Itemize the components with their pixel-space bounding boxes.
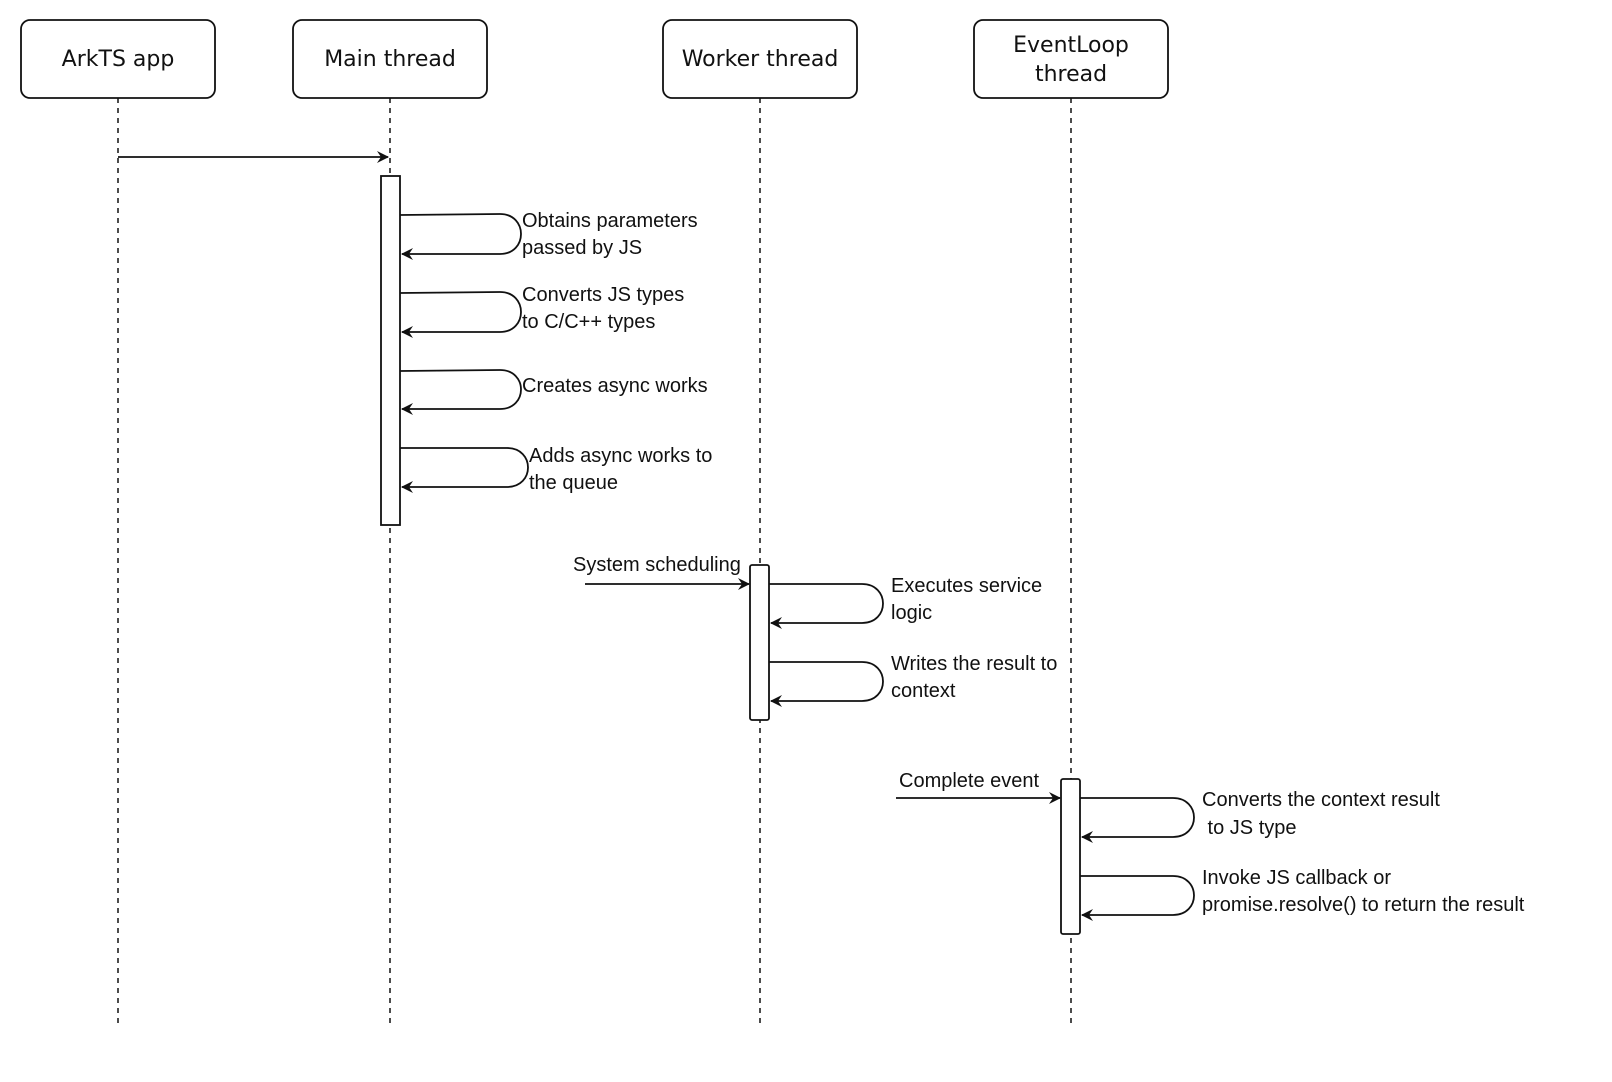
worker-self-call-1-label-2: logic <box>891 602 932 624</box>
main-self-call-3: Creates async works <box>399 369 708 415</box>
worker-self-call-1: Executes service logic <box>769 575 1042 629</box>
main-self-call-4-label-1: Adds async works to <box>529 445 712 467</box>
main-self-call-1: Obtains parameters passed by JS <box>399 210 698 260</box>
worker-self-call-1-label-1: Executes service <box>891 575 1042 597</box>
lifeline-main-title: Main thread <box>324 47 456 72</box>
main-self-call-4: Adds async works to the queue <box>400 445 712 494</box>
main-self-call-2: Converts JS types to C/C++ types <box>399 284 684 338</box>
lifeline-app-title: ArkTS app <box>62 47 175 72</box>
main-self-call-2-label-1: Converts JS types <box>522 284 684 306</box>
eventloop-self-call-1-label-1: Converts the context result <box>1202 789 1440 811</box>
lifeline-eventloop-title-2: thread <box>1035 62 1107 87</box>
main-self-call-4-label-2: the queue <box>529 472 618 494</box>
eventloop-self-call-2-label-1: Invoke JS callback or <box>1202 867 1391 889</box>
main-self-call-1-label-1: Obtains parameters <box>522 210 698 232</box>
worker-activation-bar <box>749 564 770 721</box>
main-self-call-2-label-2: to C/C++ types <box>522 311 655 333</box>
eventloop-activation-bar <box>1060 778 1081 935</box>
worker-trigger-label: System scheduling <box>573 554 741 576</box>
lifeline-worker: Worker thread <box>662 19 858 1028</box>
eventloop-self-call-2-label-2: promise.resolve() to return the result <box>1202 894 1525 916</box>
lifeline-eventloop-title-1: EventLoop <box>1013 33 1129 58</box>
worker-self-call-2-label-2: context <box>891 680 956 702</box>
lifeline-eventloop: EventLoop thread <box>973 19 1169 1028</box>
lifeline-app: ArkTS app <box>20 19 216 1028</box>
eventloop-self-call-1-label-2: to JS type <box>1202 817 1297 839</box>
worker-self-call-2: Writes the result to context <box>769 653 1057 707</box>
main-activation-bar <box>380 175 401 526</box>
main-self-call-3-label-1: Creates async works <box>522 375 708 397</box>
main-self-call-1-label-2: passed by JS <box>522 237 642 259</box>
eventloop-trigger-label: Complete event <box>899 770 1040 792</box>
eventloop-self-call-1: Converts the context result to JS type <box>1080 789 1440 843</box>
eventloop-self-call-2: Invoke JS callback or promise.resolve() … <box>1080 867 1525 921</box>
worker-self-call-2-label-1: Writes the result to <box>891 653 1057 675</box>
lifeline-worker-title: Worker thread <box>682 47 839 72</box>
